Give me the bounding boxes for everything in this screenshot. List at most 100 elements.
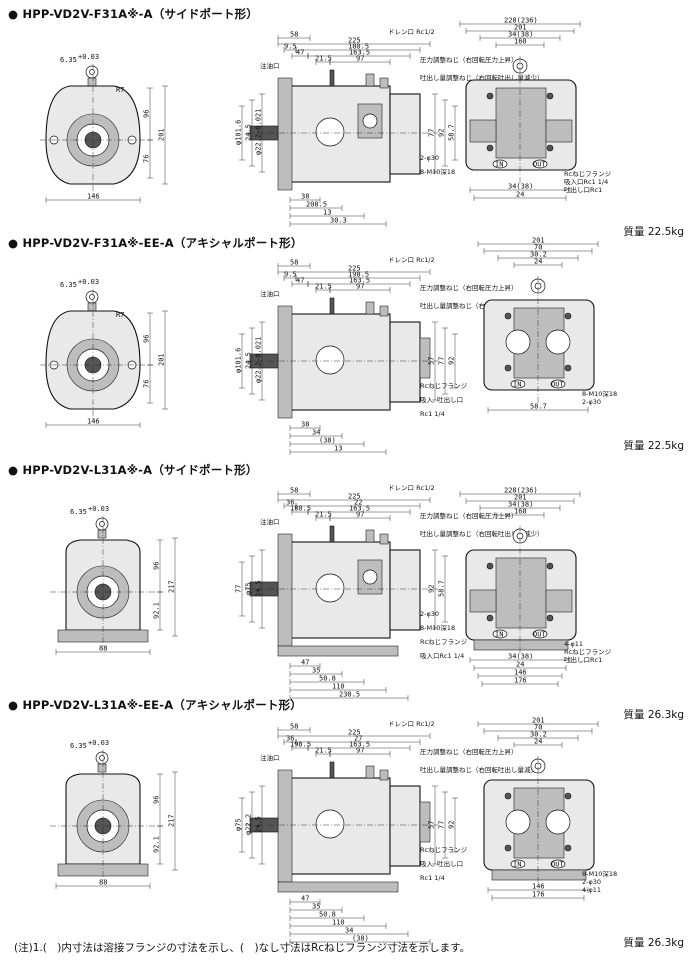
inlet-label: IN [495, 631, 503, 639]
end-cover [389, 785, 421, 867]
callout-label: 注油口 [260, 753, 280, 762]
mounting-flange [277, 533, 293, 647]
dimension-label: 21.5 [315, 747, 332, 755]
inspection-port [315, 345, 345, 375]
flow-adjust-screw [379, 533, 389, 545]
dimension-label: 58 [290, 723, 298, 731]
dimension-label: 77 [438, 821, 446, 829]
dimension-label: 92 [428, 585, 436, 593]
dimension-label: φ22.2 [245, 814, 253, 835]
dimension-label: 34(38) [508, 183, 533, 191]
port-badge [510, 859, 526, 869]
keyway-dimension: 6.35 [60, 56, 77, 64]
dimension-label: 201 [514, 24, 527, 32]
port-badge [532, 629, 548, 639]
side-port [362, 569, 378, 585]
dimension-label: 110 [332, 919, 345, 927]
dimension-label: 21.5 [315, 55, 332, 63]
dimension-label: 30.3 [330, 217, 347, 225]
outlet-flange [545, 119, 573, 143]
mounting-flange [277, 77, 293, 191]
dimension-label: 35 [312, 667, 320, 675]
dimension-label: φ75 [245, 582, 253, 595]
callout-label: 吸入, 吐出し口 [420, 859, 463, 868]
outlet-flange [545, 589, 573, 613]
dimension-label: 36 [286, 499, 294, 507]
dimension-label: 180.5 [348, 43, 369, 51]
weight-3: 質量 26.3kg [623, 709, 684, 721]
bolt-head [486, 614, 494, 622]
dimension-label: 77 [235, 585, 243, 593]
callout-label: 吐出し量調整ねじ（右回転吐出し量減少） [420, 765, 544, 774]
dimension-label: 198.5 [290, 741, 311, 749]
callout-label: 4-φ11 [582, 886, 601, 894]
bolt-head [564, 364, 572, 372]
dimension-label: 70 [534, 724, 542, 732]
lifting-eye-hole [99, 755, 105, 761]
oil-fill-plug [329, 297, 335, 315]
pressure-adjust-screw [365, 301, 375, 315]
dimension-label: 34 [312, 429, 320, 437]
port-badge [532, 159, 548, 169]
dimension-label: 92 [448, 357, 456, 365]
inlet-port [505, 329, 531, 355]
height-dimension: 92.1 [153, 836, 161, 853]
dimension-label: 58.7 [448, 124, 456, 141]
dimension-label: 176 [532, 891, 545, 899]
dimension-label: 24.5 [255, 580, 263, 597]
oil-fill-plug [329, 525, 335, 543]
tolerance-label: +0.03 [78, 278, 99, 286]
dimension-label: 163.5 [349, 49, 370, 57]
callout-label: 吐出し口Rc1 [564, 185, 602, 194]
dimension-label: 163.5 [349, 277, 370, 285]
dimension-label: 163.5 [349, 505, 370, 513]
port-badge [492, 159, 508, 169]
callout-label: Rcねじフランジ [420, 382, 468, 390]
dimension-label: 9.5 [284, 271, 297, 279]
dimension-label: 92 [438, 129, 446, 137]
dimension-label: 34(38) [508, 501, 533, 509]
center-block [495, 557, 547, 629]
dimension-label: 36 [286, 735, 294, 743]
callout-label: Rc1 1/4 [420, 874, 445, 882]
dimension-label: 58.7 [438, 580, 446, 597]
callout-label: 4-φ11 [564, 640, 583, 648]
height-dimension: 96 [153, 796, 161, 804]
eye-stem [97, 763, 107, 773]
dimension-label: 24 [534, 738, 542, 746]
dimension-label: 47 [296, 49, 304, 57]
dimension-label: φ101.6 [235, 120, 243, 145]
port-badge [510, 379, 526, 389]
height-dimension: 96 [153, 562, 161, 570]
dimension-label: 34(38) [508, 31, 533, 39]
callout-label: 2-φ30 [582, 398, 601, 406]
dimension-label: φ22.2-0.021 [255, 337, 263, 383]
callout-label: 圧力調整ねじ（右回転圧力上昇） [420, 283, 518, 292]
bolt-head [504, 792, 512, 800]
inlet-flange [469, 589, 497, 613]
flow-adjust-screw [379, 769, 389, 781]
end-cover [389, 321, 421, 403]
center-block [495, 87, 547, 159]
bolt-head [504, 844, 512, 852]
height-dimension: 201 [158, 128, 166, 141]
outlet-label: OUT [533, 631, 546, 639]
callout-label: 圧力調整ねじ（右回転圧力上昇） [420, 511, 518, 520]
lifting-eye-hole [89, 294, 95, 300]
outlet-label: OUT [533, 161, 546, 169]
dimension-label: 34(38) [508, 653, 533, 661]
callout-label: 吸入口Rc1 1/4 [420, 652, 464, 660]
callout-label: 吐出し口Rc1 [564, 655, 602, 664]
outlet-port [545, 329, 571, 355]
end-cover [389, 93, 421, 175]
dimension-label: 24.5 [245, 124, 253, 141]
keyway-dimension: 6.35 [70, 508, 87, 516]
width-dimension: 88 [99, 645, 107, 653]
dimension-label: 24 [516, 661, 524, 669]
